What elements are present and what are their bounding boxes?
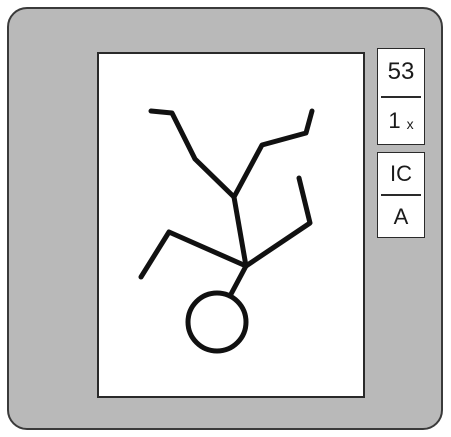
card-count: 1 xyxy=(388,107,401,133)
number-card: 53 1 x xyxy=(377,48,425,145)
code-top-cell: IC xyxy=(378,153,424,194)
figure-left-arm xyxy=(138,229,249,280)
figure-left-leg xyxy=(148,108,237,200)
card-count-cell: 1 x xyxy=(378,98,424,145)
figure-right-leg xyxy=(231,108,315,200)
code-bottom-cell: A xyxy=(378,196,424,237)
figure-head xyxy=(185,290,249,354)
card-number: 53 xyxy=(387,58,415,86)
code-divider xyxy=(381,194,421,196)
card-number-cell: 53 xyxy=(378,49,424,96)
code-top: IC xyxy=(390,160,412,186)
code-bottom: A xyxy=(393,203,409,229)
figure-neck xyxy=(227,263,249,299)
stick-figure-icon xyxy=(138,108,315,354)
card-divider xyxy=(381,95,421,98)
figure-right-arm xyxy=(243,175,313,269)
figure-panel xyxy=(97,52,365,398)
figure-torso xyxy=(231,194,249,269)
code-card: IC A xyxy=(377,152,425,238)
card-multiplier: x xyxy=(406,115,414,132)
